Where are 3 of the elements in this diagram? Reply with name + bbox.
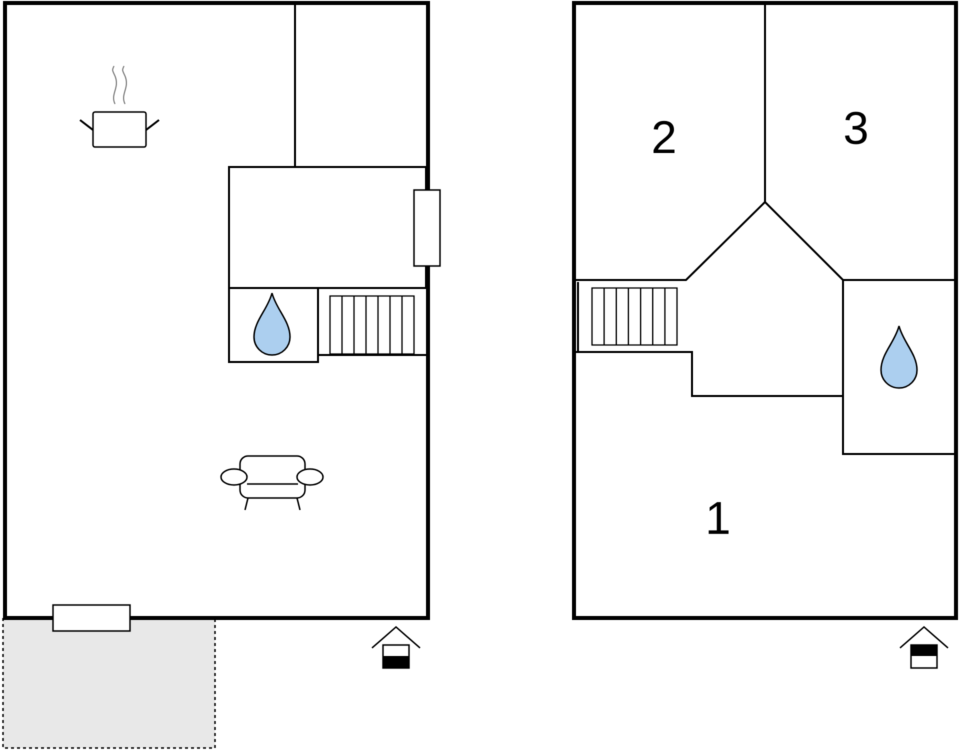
room-number: 3 <box>844 112 867 144</box>
room-number: 1 <box>708 502 729 534</box>
room-number: 2 <box>654 120 674 154</box>
